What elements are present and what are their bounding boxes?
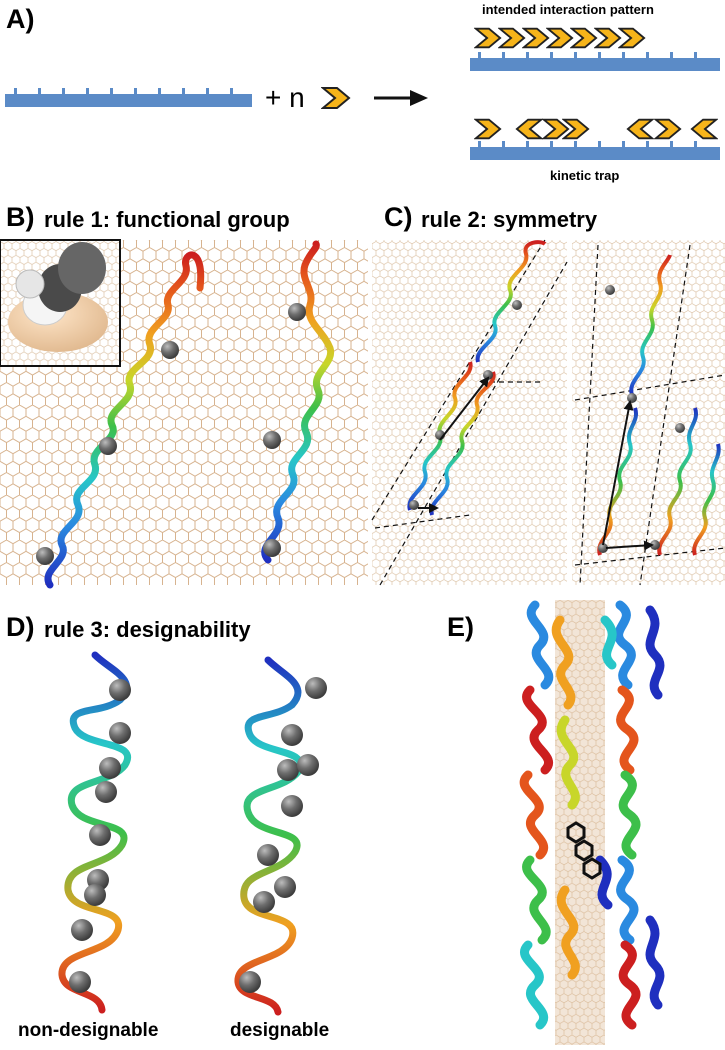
designable-caption: designable xyxy=(230,1020,330,1041)
protein-ribbons-left xyxy=(519,600,580,1030)
graphene-sheet-c-right xyxy=(572,240,725,585)
helix-d-designable xyxy=(234,656,304,1016)
panel-d-letter: D) xyxy=(6,612,35,642)
helix-c4 xyxy=(597,407,639,556)
protein-ribbons-right xyxy=(595,600,665,1030)
ligand-molecule xyxy=(566,821,602,880)
substrate-bar-left xyxy=(5,88,252,107)
panel-c-title: rule 2: symmetry xyxy=(421,207,598,232)
helix-b-left xyxy=(36,251,205,589)
panel-b-letter: B) xyxy=(6,202,35,232)
plus-n-label: + n xyxy=(265,82,305,113)
panel-e xyxy=(519,600,665,1045)
chevron-icon xyxy=(322,87,350,109)
panel-c xyxy=(371,239,725,586)
helix-b-right xyxy=(261,240,335,564)
panel-d xyxy=(58,651,327,1016)
helix-c6 xyxy=(657,407,699,556)
panel-a-letter: A) xyxy=(6,4,35,34)
helix-c7 xyxy=(692,443,721,556)
inset-functional-group xyxy=(0,239,121,367)
helix-d-nondesignable xyxy=(58,651,131,1014)
arrow-right-icon xyxy=(374,90,428,106)
panel-d-title: rule 3: designability xyxy=(44,617,251,642)
helix-c2 xyxy=(475,240,547,363)
panel-b-title: rule 1: functional group xyxy=(44,207,290,232)
helix-c3 xyxy=(429,371,496,516)
helix-c5 xyxy=(629,254,672,396)
panel-c-letter: C) xyxy=(384,202,413,232)
intended-pattern xyxy=(470,27,720,71)
graphene-sheet-c-left xyxy=(372,240,567,585)
panel-e-letter: E) xyxy=(447,612,474,642)
atoms-nondesignable xyxy=(69,679,131,993)
panel-b xyxy=(0,239,368,589)
atoms-designable xyxy=(239,677,327,993)
panel-a xyxy=(5,27,720,160)
kinetic-trap-label: kinetic trap xyxy=(550,168,620,183)
non-designable-caption: non-designable xyxy=(18,1020,159,1041)
kinetic-trap-pattern xyxy=(470,118,720,160)
intended-pattern-label: intended interaction pattern xyxy=(482,2,654,17)
